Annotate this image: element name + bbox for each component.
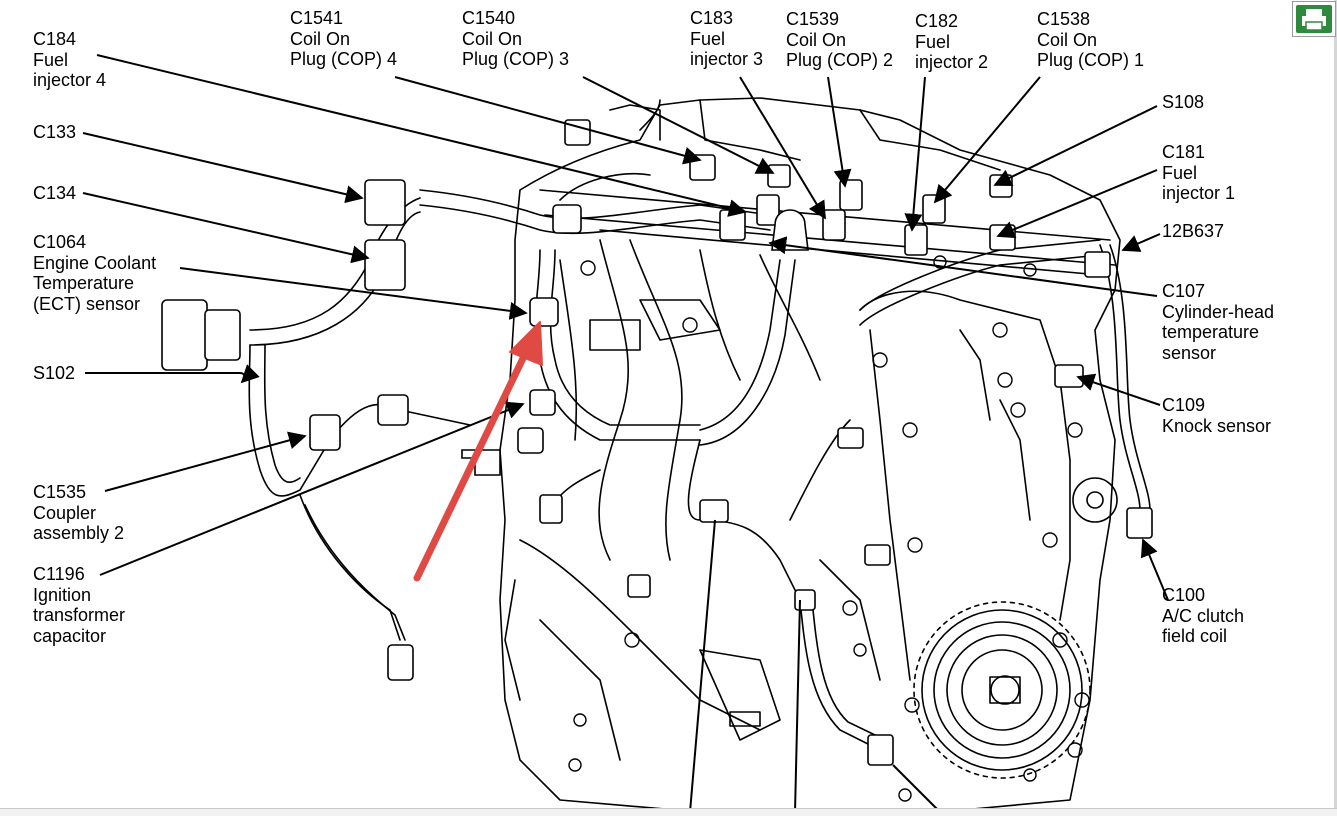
label-c1535: C1535 Coupler assembly 2 <box>33 482 125 543</box>
leader-lines <box>82 54 1169 813</box>
engine-block-drawing <box>499 97 1121 813</box>
connector-shapes <box>161 119 1153 766</box>
label-c181: C181 Fuel injector 1 <box>1162 142 1236 203</box>
cropped-caption-strip <box>0 808 1337 816</box>
label-c1541: C1541 Coil On Plug (COP) 4 <box>290 8 398 69</box>
label-c1196: C1196 Ignition transformer capacitor <box>33 564 126 646</box>
label-c100: C100 A/C clutch field coil <box>1162 585 1245 646</box>
label-c182: C182 Fuel injector 2 <box>915 11 989 72</box>
label-c109: C109 Knock sensor <box>1162 395 1272 436</box>
print-button[interactable] <box>1292 1 1336 37</box>
label-c134: C134 <box>33 183 77 203</box>
wiring-harness-drawing <box>248 99 1151 746</box>
window-right-edge <box>1334 0 1337 815</box>
label-c1538: C1538 Coil On Plug (COP) 1 <box>1037 9 1145 70</box>
label-c183: C183 Fuel injector 3 <box>690 8 764 69</box>
label-c1539: C1539 Coil On Plug (COP) 2 <box>786 9 894 70</box>
printer-icon <box>1296 5 1332 33</box>
label-c1540: C1540 Coil On Plug (COP) 3 <box>462 8 570 69</box>
label-c107: C107 Cylinder-head temperature sensor <box>1162 281 1275 363</box>
label-c1064: C1064 Engine Coolant Temperature (ECT) s… <box>33 232 157 314</box>
label-s102: S102 <box>33 363 76 383</box>
label-12b637: 12B637 <box>1162 221 1225 241</box>
label-c133: C133 <box>33 122 77 142</box>
highlight-arrow <box>413 321 543 582</box>
label-c184: C184 Fuel injector 4 <box>33 29 107 90</box>
label-s108: S108 <box>1162 92 1205 112</box>
